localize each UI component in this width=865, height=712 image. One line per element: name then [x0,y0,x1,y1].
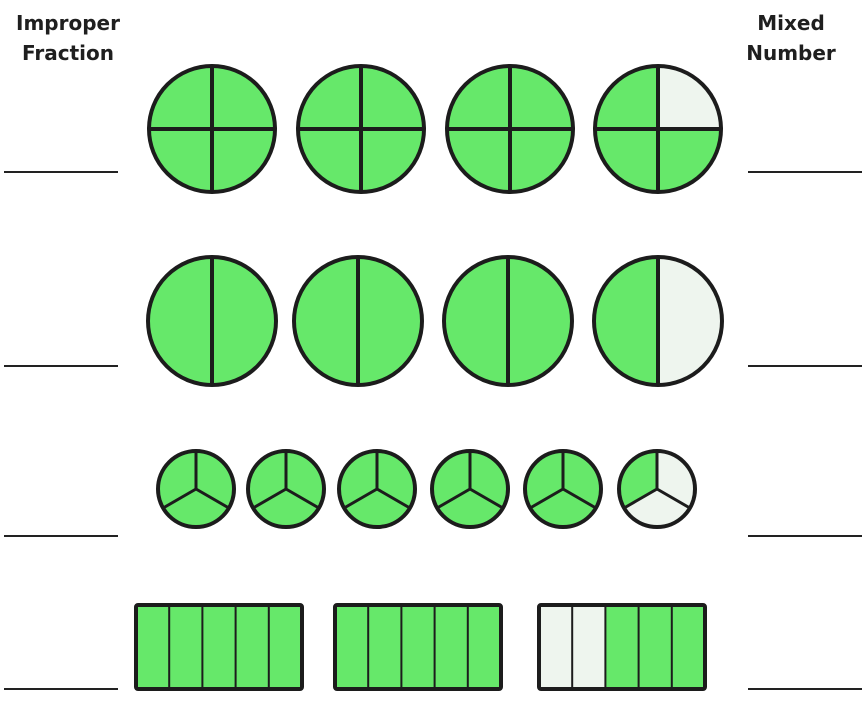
shaded-part [401,605,435,689]
improper-fraction-answer-line-row-2[interactable] [4,365,118,367]
shaded-part [444,257,508,385]
shaded-part [434,605,468,689]
whole-bar-outline [134,603,304,691]
divider-line [285,487,320,510]
divider-line [376,487,411,510]
whole-circle-outline [617,449,697,529]
whole-bar-outline [333,603,503,691]
mixed-number-header: Mixed Number [736,8,846,68]
divider-line [436,487,471,510]
shaded-part [235,605,269,689]
shaded-part [136,605,170,689]
shaded-part [658,129,721,192]
header-line: Number [746,41,836,65]
whole-circle-outline [147,64,277,194]
shaded-part [595,66,658,129]
header-line: Fraction [22,41,114,65]
whole-circle-outline [146,255,278,387]
header-line: Mixed [757,11,825,35]
shaded-part [335,605,369,689]
whole-circle-outline [430,449,510,529]
unshaded-part [572,605,606,689]
shaded-part [202,605,236,689]
shaded-part [361,66,424,129]
whole-circle-outline [246,449,326,529]
shaded-part [638,605,672,689]
shaded-part [212,66,275,129]
shaded-part [447,129,510,192]
divider-line [252,487,287,510]
divider-line [343,487,378,510]
shaded-part [467,605,501,689]
unshaded-part [539,605,573,689]
whole-circle-outline [296,64,426,194]
divider-line [162,487,197,510]
shaded-part [447,66,510,129]
whole-circle-outline [156,449,236,529]
mixed-number-answer-line-row-4[interactable] [748,688,862,690]
shaded-part [510,129,573,192]
improper-fraction-answer-line-row-1[interactable] [4,171,118,173]
shaded-part [368,605,402,689]
shaded-part [212,129,275,192]
whole-circle-outline [442,255,574,387]
mixed-number-answer-line-row-2[interactable] [748,365,862,367]
whole-circle-outline [292,255,424,387]
improper-fraction-header: Improper Fraction [8,8,128,68]
whole-circle-outline [593,64,723,194]
whole-circle-outline [592,255,724,387]
shaded-part [671,605,705,689]
shaded-part [298,129,361,192]
header-line: Improper [16,11,120,35]
shaded-part [212,257,276,385]
shaded-part [298,66,361,129]
shaded-part [148,257,212,385]
whole-circle-outline [337,449,417,529]
mixed-number-answer-line-row-1[interactable] [748,171,862,173]
shaded-part [361,129,424,192]
improper-fraction-answer-line-row-4[interactable] [4,688,118,690]
unshaded-part [658,66,721,129]
shaded-part [268,605,302,689]
divider-line [195,487,230,510]
shaded-part [510,66,573,129]
whole-circle-outline [445,64,575,194]
divider-line [656,487,691,510]
shaded-part [508,257,572,385]
unshaded-part [658,257,722,385]
divider-line [623,487,658,510]
improper-fraction-answer-line-row-3[interactable] [4,535,118,537]
shaded-part [358,257,422,385]
divider-line [469,487,504,510]
divider-line [562,487,597,510]
whole-circle-outline [523,449,603,529]
shaded-part [594,257,658,385]
shaded-part [595,129,658,192]
mixed-number-answer-line-row-3[interactable] [748,535,862,537]
divider-line [529,487,564,510]
shaded-part [149,66,212,129]
shaded-part [530,489,596,527]
shaded-part [149,129,212,192]
shaded-part [169,605,203,689]
shaded-part [605,605,639,689]
whole-bar-outline [537,603,707,691]
shaded-part [294,257,358,385]
